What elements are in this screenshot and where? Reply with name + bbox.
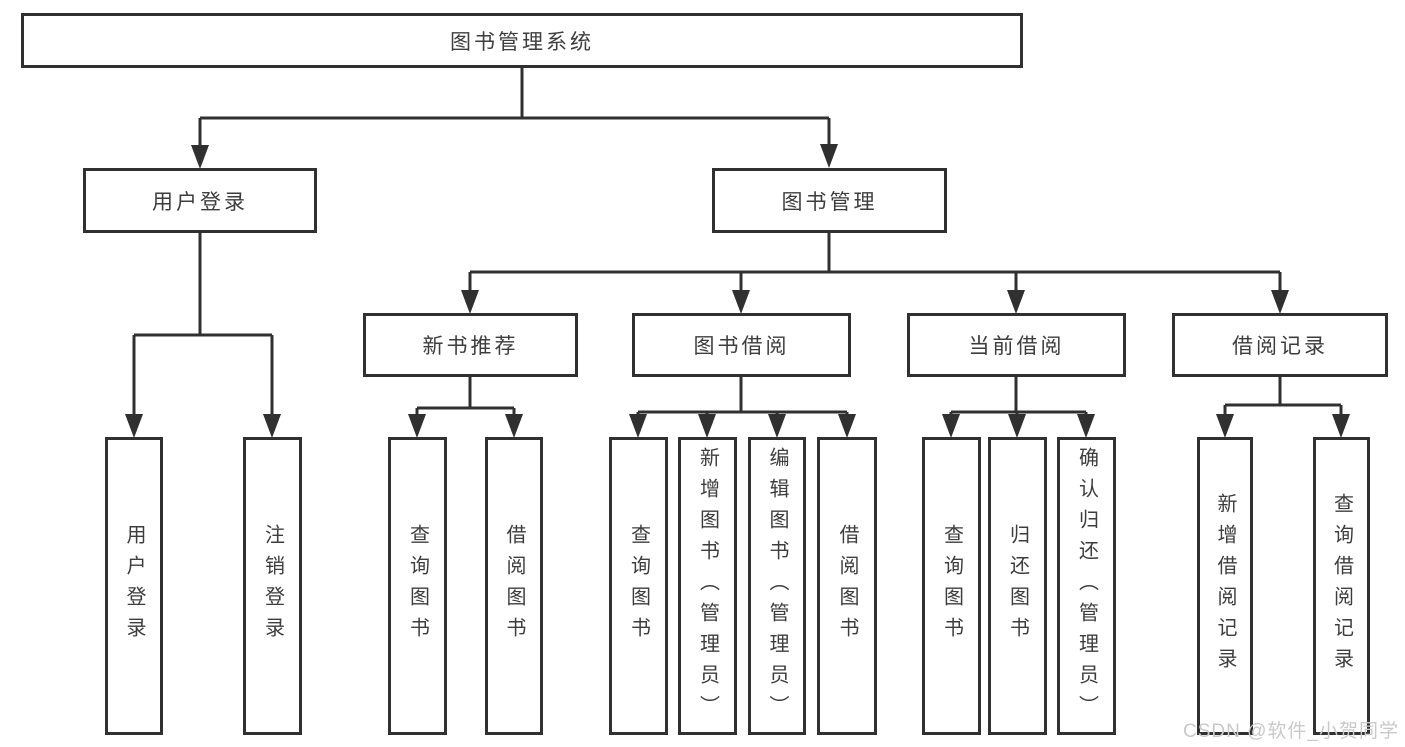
csdn-watermark: CSDN @软件_小贺同学 [1183,721,1399,742]
leaf-label: 新增图书（管理员） [696,446,719,726]
leaf-edit-books-admin: 编辑图书（管理员） [748,437,806,735]
leaf-label: 归还图书 [1006,524,1029,648]
leaf-query-books-borrowing: 查询图书 [609,437,668,735]
leaf-label: 用户登录 [123,524,145,648]
node-label: 新书推荐 [422,335,519,358]
node-library-management-system: 图书管理系统 [21,13,1023,68]
leaf-user-login: 用户登录 [105,437,163,735]
arrowheads [125,144,1350,438]
node-borrowing-records: 借阅记录 [1172,313,1388,377]
leaf-add-borrow-record: 新增借阅记录 [1197,437,1253,735]
node-label: 借阅记录 [1232,335,1328,358]
leaf-label: 新增借阅记录 [1214,493,1236,679]
node-label: 图书管理系统 [450,30,594,54]
leaf-label: 注销登录 [261,524,284,648]
leaf-label: 查询图书 [940,524,963,648]
leaf-label: 编辑图书（管理员） [766,446,788,726]
leaf-query-borrow-record: 查询借阅记录 [1313,437,1370,735]
leaf-label: 借阅图书 [836,524,858,648]
leaf-query-books-current: 查询图书 [922,437,981,735]
leaf-logout: 注销登录 [243,437,302,735]
leaf-return-books: 归还图书 [988,437,1047,735]
leaf-borrow-books-recommend: 借阅图书 [485,437,543,735]
node-label: 图书借阅 [693,335,790,358]
leaf-label: 确认归还（管理员） [1075,446,1098,726]
leaf-label: 查询图书 [406,524,429,648]
node-book-borrowing: 图书借阅 [632,313,851,377]
leaf-confirm-return-admin: 确认归还（管理员） [1057,437,1116,735]
leaf-label: 查询图书 [627,524,650,648]
leaf-query-books-recommend: 查询图书 [388,437,447,735]
node-user-login: 用户登录 [83,168,317,233]
leaf-label: 查询借阅记录 [1330,493,1353,679]
node-label: 图书管理 [781,190,878,214]
node-new-book-recommend: 新书推荐 [363,313,578,377]
node-label: 用户登录 [152,190,248,214]
node-label: 当前借阅 [968,335,1065,358]
node-current-borrowing: 当前借阅 [907,313,1126,377]
node-book-management: 图书管理 [712,168,947,233]
leaf-borrow-books-borrowing: 借阅图书 [817,437,877,735]
leaf-add-books-admin: 新增图书（管理员） [678,437,737,735]
leaf-label: 借阅图书 [503,524,525,648]
